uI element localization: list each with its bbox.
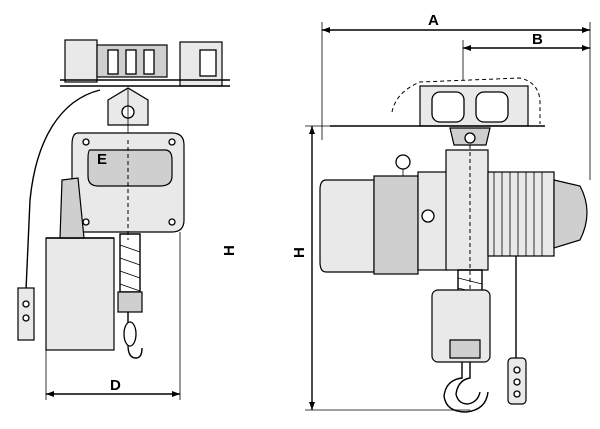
label-h-front: H bbox=[291, 247, 308, 258]
label-b: B bbox=[532, 31, 543, 48]
label-d: D bbox=[110, 377, 121, 394]
hoist-side-view: D E H bbox=[17, 39, 238, 400]
hoist-front-view: A B bbox=[291, 12, 591, 413]
dimension-d: D bbox=[45, 232, 181, 400]
side-motor-block bbox=[45, 177, 115, 351]
side-pendant bbox=[17, 89, 101, 341]
front-pendant bbox=[507, 256, 527, 405]
front-chain-hook bbox=[431, 145, 491, 413]
side-chain-hook bbox=[117, 233, 143, 359]
label-e: E bbox=[97, 151, 107, 168]
front-trolley bbox=[330, 77, 545, 146]
side-hanger bbox=[107, 87, 149, 135]
dimension-b: B bbox=[462, 31, 590, 80]
front-motor-fins bbox=[487, 171, 588, 257]
dimension-h-front: H bbox=[291, 125, 470, 411]
label-a: A bbox=[428, 12, 439, 29]
side-trolley bbox=[60, 39, 230, 87]
front-hoist-body bbox=[319, 149, 489, 275]
label-h-side: H bbox=[221, 245, 238, 256]
side-main-body bbox=[71, 132, 185, 240]
